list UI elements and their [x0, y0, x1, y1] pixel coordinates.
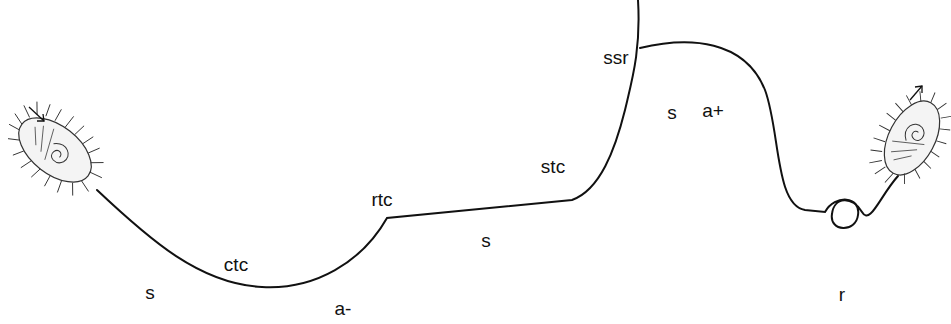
swim-path [97, 0, 639, 287]
direction-arrow [29, 107, 44, 121]
trajectory-label: r [839, 285, 845, 304]
trajectory-label: s [145, 283, 155, 302]
ciliate-cell [857, 77, 951, 200]
trajectory-label: a+ [702, 101, 724, 120]
direction-arrow [910, 86, 922, 100]
trajectory-label: s [481, 231, 491, 250]
trajectory-label: stc [541, 157, 565, 176]
swim-path-branch [640, 42, 898, 228]
trajectory-label: a- [335, 299, 352, 318]
trajectory-label: s [667, 103, 677, 122]
trajectory-label: rtc [371, 190, 392, 209]
ciliate-cell [0, 87, 121, 212]
trajectory-label: ssr [603, 48, 628, 67]
trajectory-label: ctc [224, 255, 248, 274]
